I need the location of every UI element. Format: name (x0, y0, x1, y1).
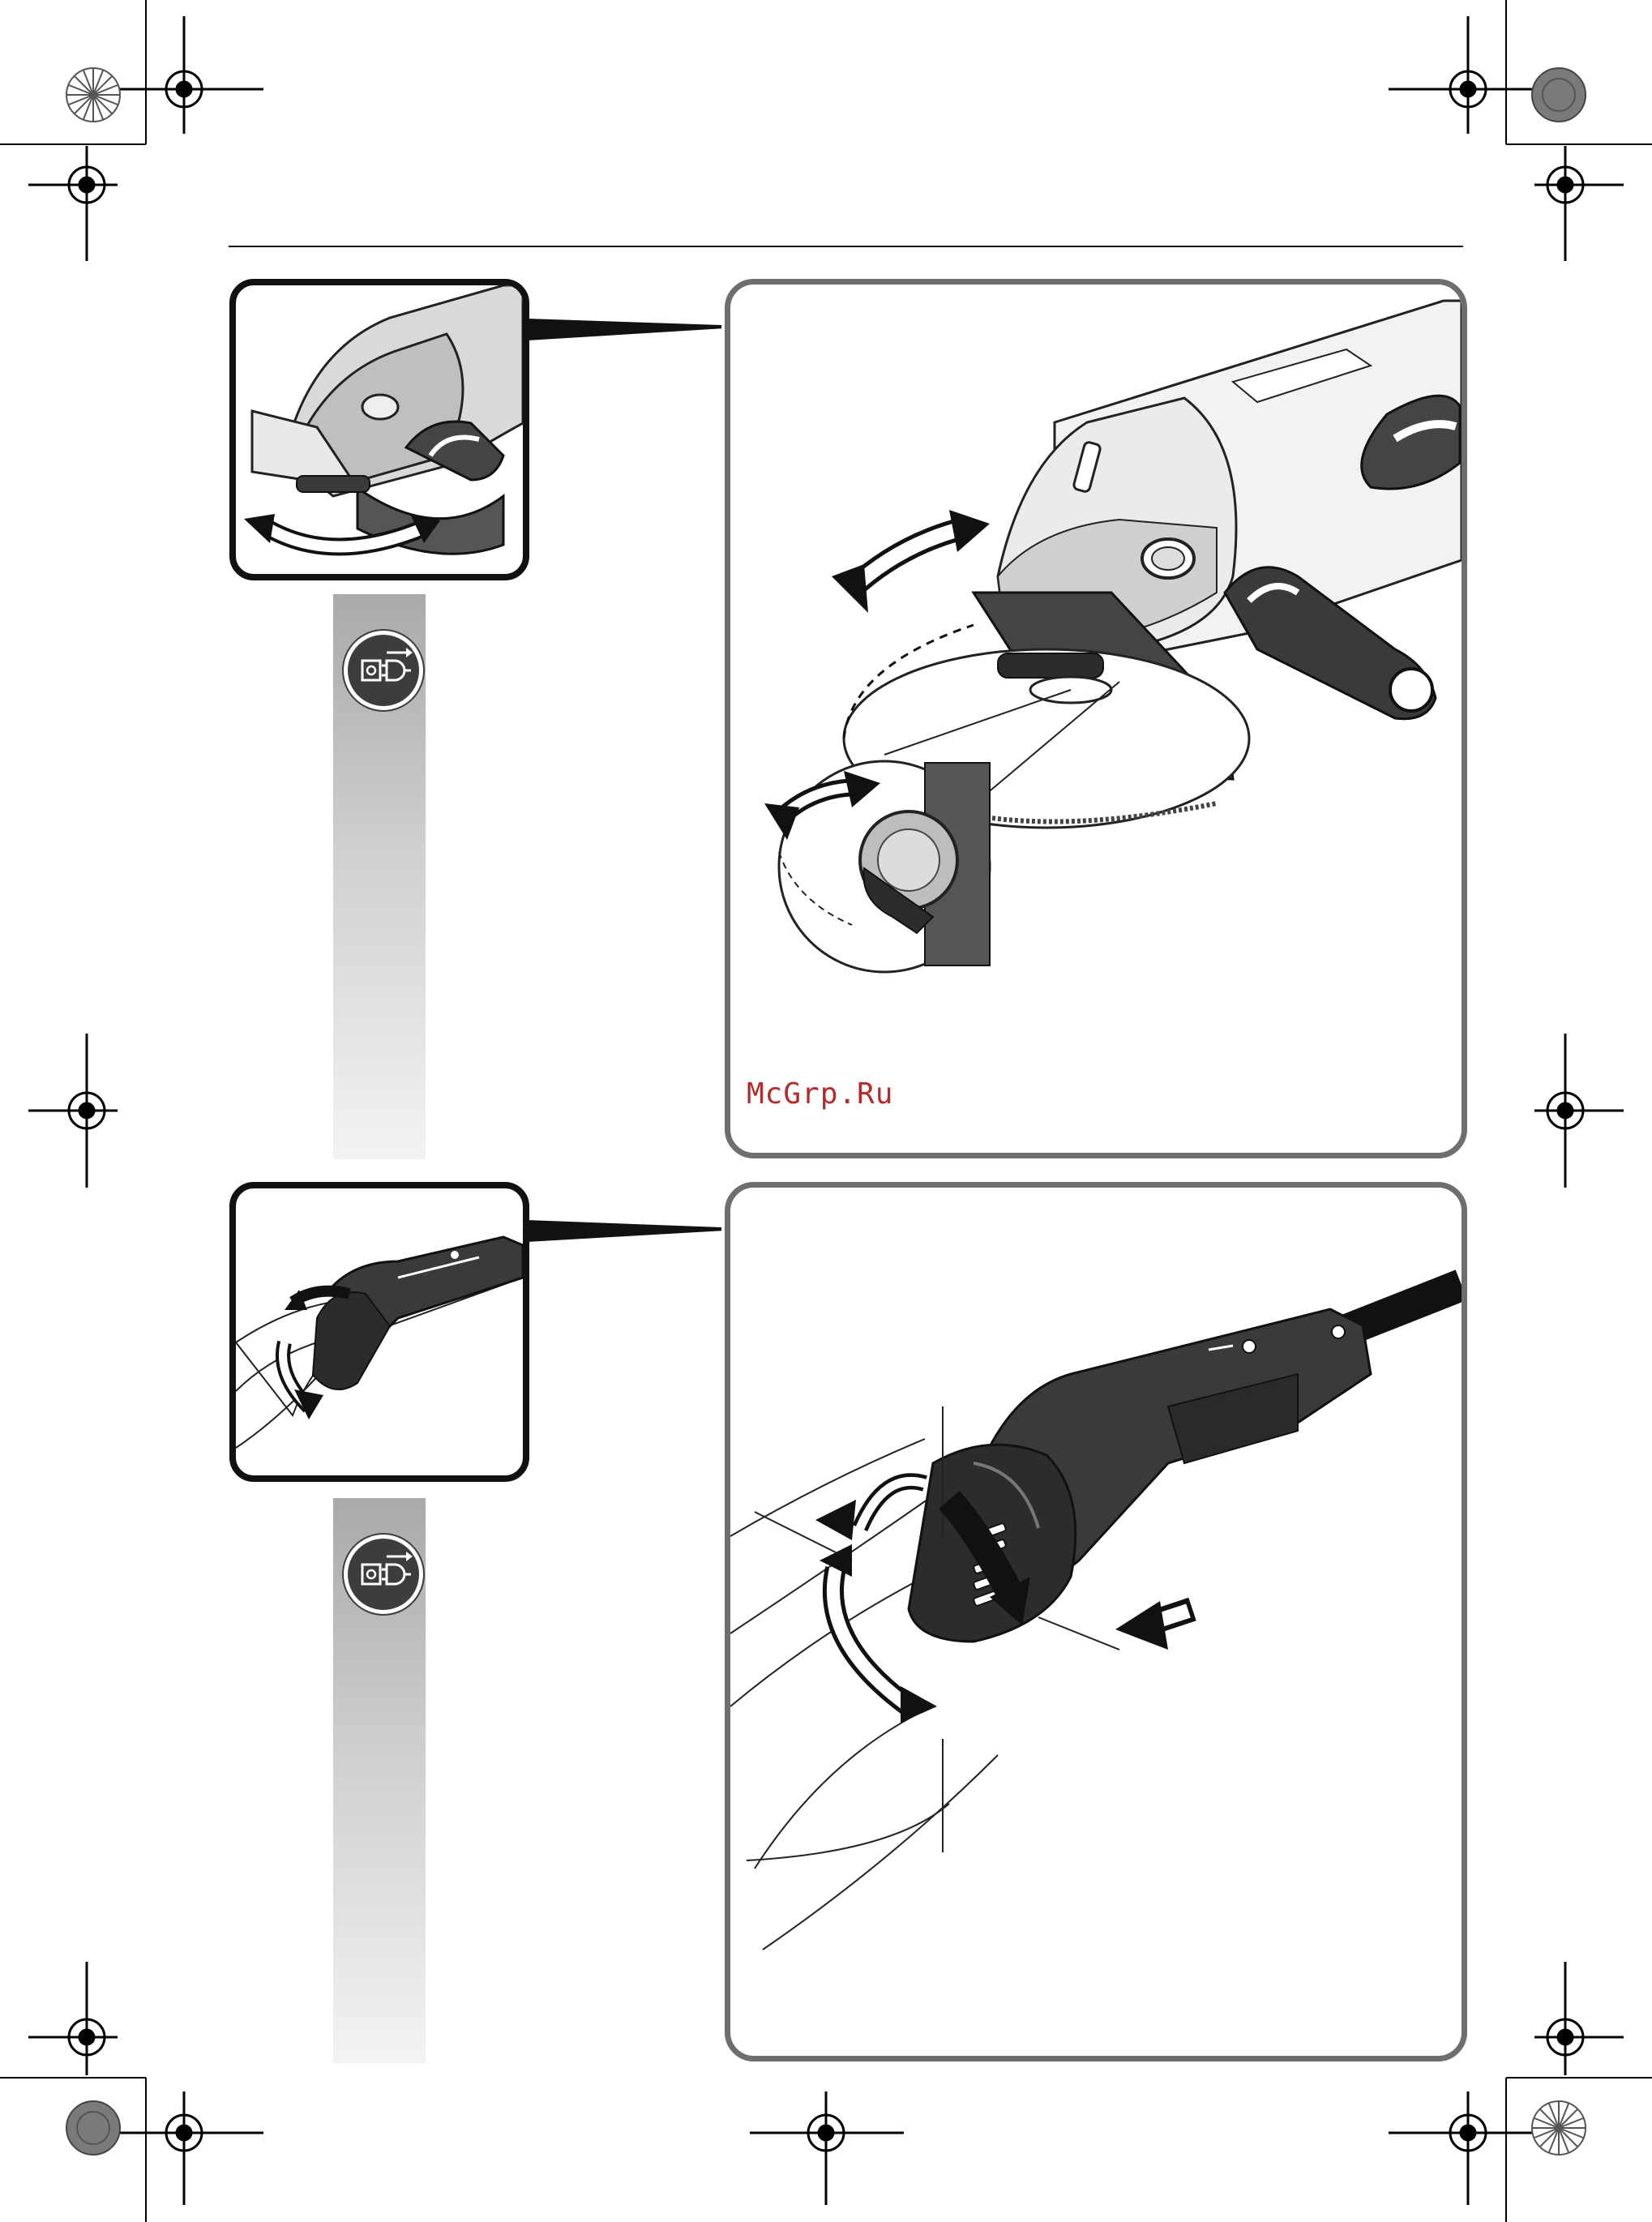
grinder-illustration-small (236, 285, 523, 574)
gray-target-bottom-left (66, 2101, 120, 2155)
unplug-plug-icon (344, 1535, 423, 1614)
star-target-bottom-right (1532, 2101, 1586, 2155)
gray-target-top-right (1532, 68, 1586, 122)
header-rule (229, 246, 1463, 247)
thumbnail-guard-adjust (229, 279, 529, 580)
panel-handle-rotate (725, 1182, 1467, 2061)
crosshair-top-left-1 (105, 16, 263, 134)
thumbnail-handle-rotate (229, 1182, 529, 1482)
star-target-top-left (66, 68, 120, 122)
panel-guard-adjust: McGrp.Ru (725, 279, 1467, 1158)
handle-illustration-large (730, 1188, 1462, 2056)
handle-illustration-small (236, 1188, 523, 1475)
unplug-plug-icon (344, 631, 423, 710)
callout-wedge-top (527, 312, 721, 369)
watermark-text: McGrp.Ru (747, 1077, 893, 1111)
callout-wedge-bottom (527, 1216, 721, 1273)
grinder-illustration-large (730, 285, 1462, 1153)
